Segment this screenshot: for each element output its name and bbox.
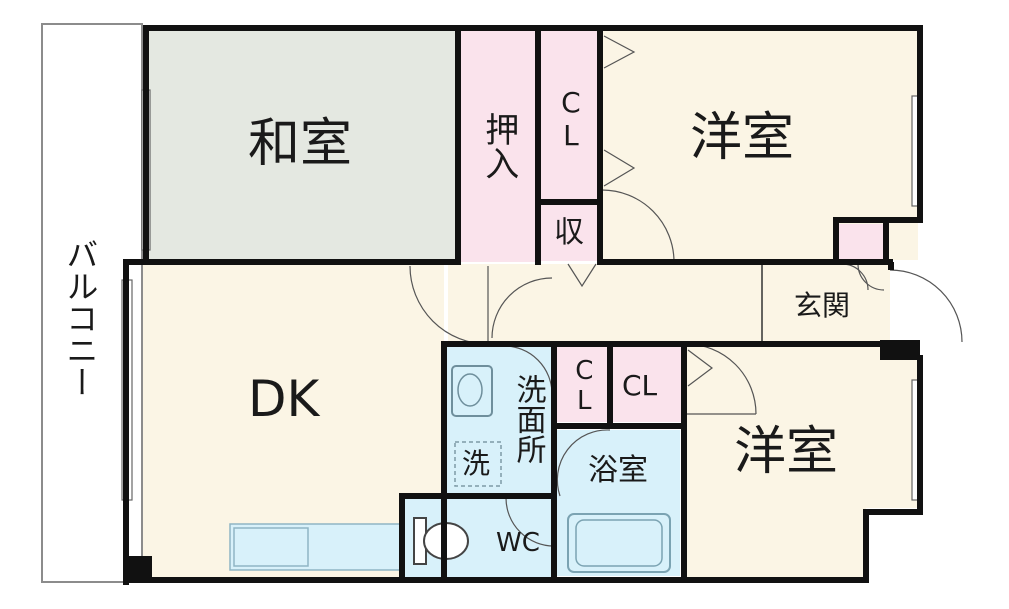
washing-machine-label: 洗 [462,447,491,480]
closet-wide-label: CL [622,369,658,402]
yoshitsu-bottom-room [686,346,918,580]
closet-small-label: CL [569,356,600,416]
senmenjo-room [446,346,552,494]
balcony-label: バルコニー [61,238,100,398]
genkan-area [762,264,888,344]
closet-wide [612,346,682,422]
washitsu-room [148,30,456,262]
oshiire-text: 押入 [478,112,519,180]
closet-small-text: CL [569,356,600,416]
dk-label: DK [248,370,320,428]
senmenjo-text: 洗面所 [510,374,546,464]
washbasin [451,365,493,417]
yoshitsu-bottom-label: 洋室 [734,422,839,482]
storage-shu [540,205,598,261]
closet-top-label: CL [554,86,588,152]
bathtub [567,513,671,573]
storage-shu-label: 収 [554,215,584,250]
closet-top-text: CL [554,86,588,152]
washitsu-label: 和室 [248,114,353,174]
closet-small [556,346,608,422]
genkan-label: 玄関 [794,289,851,322]
oshiire-closet [460,30,536,262]
balcony-text: バルコニー [61,238,100,398]
washing-machine-spot [454,441,502,487]
closet-top [540,30,598,200]
yoshitsu-top-label: 洋室 [690,108,795,168]
yokushitsu-label: 浴室 [588,453,648,488]
oshiire-label: 押入 [478,112,519,180]
senmenjo-label: 洗面所 [510,374,546,464]
genkan-storage [836,224,886,262]
wc-label: WC [496,528,540,558]
